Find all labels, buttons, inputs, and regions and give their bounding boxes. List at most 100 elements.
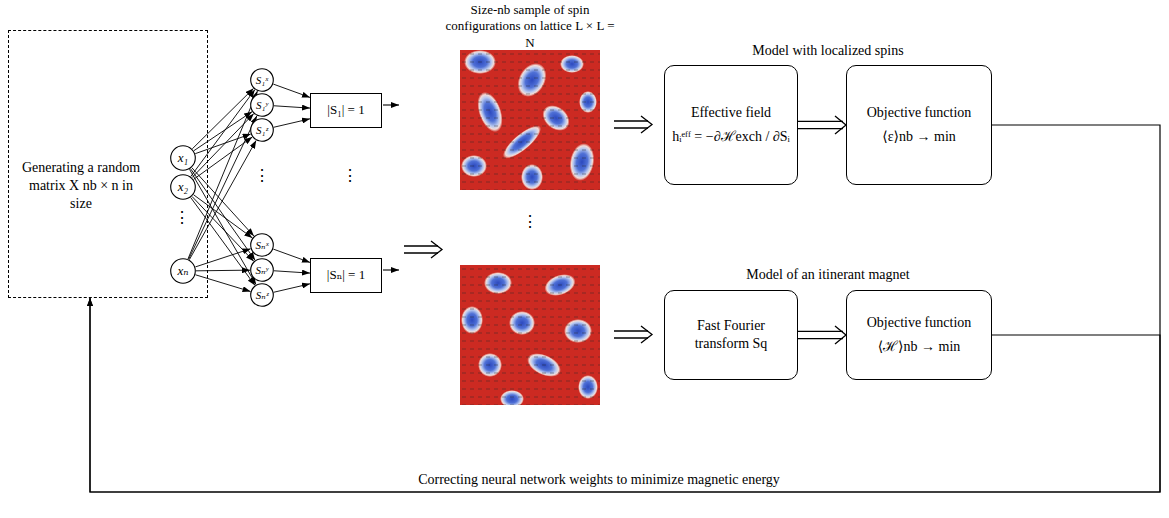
- ellipsis: ⋮: [518, 212, 542, 232]
- connector-group: [192, 88, 253, 148]
- neuron-outline: [251, 94, 274, 117]
- weight-connector: [191, 90, 255, 177]
- neuron-label: S₁ʸ: [256, 98, 268, 112]
- implies-connector: [798, 331, 843, 339]
- input-neuron: x₂: [170, 174, 196, 200]
- spin-configuration-image: [460, 265, 600, 405]
- weight-connector: [195, 249, 250, 267]
- implies-connector: [798, 121, 843, 129]
- weight-connector: [192, 196, 254, 261]
- spin-texture: [460, 265, 600, 405]
- connector-group: [192, 196, 254, 261]
- neuron-label: Sₙˣ: [255, 238, 268, 252]
- weight-connector: [274, 119, 310, 127]
- connector-group: [273, 84, 310, 97]
- section-heading: Model with localized spins: [728, 42, 928, 60]
- connector-group: [188, 91, 257, 259]
- weight-connector: [190, 169, 255, 261]
- box-text: Objective function: [867, 314, 972, 332]
- neuron-outline: [251, 284, 274, 307]
- spin-texture: [460, 265, 600, 405]
- normalization-box: |S₁| = 1: [310, 93, 382, 128]
- weight-connector: [273, 84, 310, 97]
- neuron-outline: [171, 259, 196, 284]
- connector-group: [190, 169, 255, 261]
- spin-neuron: Sₙˣ: [250, 233, 274, 257]
- section-heading: Model of an itinerant magnet: [728, 266, 928, 284]
- weight-connector: [196, 270, 250, 272]
- spin-configuration-image: [460, 50, 600, 190]
- spin-neuron: S₁ᶻ: [250, 118, 274, 142]
- box-text: |S₁| = 1: [327, 102, 364, 119]
- weight-connector: [195, 275, 250, 292]
- connector-group: [196, 270, 250, 272]
- connector-group: [274, 271, 310, 273]
- ellipsis: ⋮: [250, 166, 274, 186]
- box-text: Fast Fourier transform Sq: [671, 317, 791, 353]
- implies-connector-inner: [798, 332, 843, 338]
- neuron-label: x₁: [178, 150, 188, 167]
- spin-texture: [431, 241, 442, 258]
- input-neuron: x₁: [170, 145, 196, 171]
- box-text: Effective field: [691, 104, 771, 122]
- neuron-label: xₙ: [177, 263, 188, 280]
- connector-group: [274, 106, 310, 108]
- neuron-outline: [251, 259, 274, 282]
- weight-connector: [274, 106, 310, 108]
- box-text: ⟨ℋ⟩nb → min: [878, 338, 961, 356]
- connector-group: [90, 125, 1160, 492]
- box-text: ⟨ε⟩nb → min: [882, 128, 956, 146]
- connector-group: [189, 140, 256, 259]
- spin-neuron: S₁ˣ: [250, 68, 274, 92]
- weight-connector: [274, 284, 310, 292]
- neuron-label: x₂: [178, 179, 188, 196]
- connector-group: [798, 326, 846, 344]
- spin-texture: [614, 331, 648, 338]
- connector-group: [90, 298, 1160, 492]
- weight-connector: [273, 249, 310, 262]
- box-text: |Sₙ| = 1: [327, 267, 365, 284]
- spin-texture: [614, 121, 648, 128]
- normalization-box: |Sₙ| = 1: [310, 258, 382, 293]
- connector-group: [189, 116, 257, 259]
- neuron-outline: [251, 119, 274, 142]
- weight-connector: [192, 168, 254, 236]
- weight-connector: [189, 140, 256, 259]
- spin-neuron: Sₙᶻ: [250, 283, 274, 307]
- objective-box: Objective function ⟨ℋ⟩nb → min: [846, 290, 992, 380]
- spin-neuron: S₁ʸ: [250, 93, 274, 117]
- weight-connector: [191, 197, 255, 285]
- spin-texture: [641, 116, 652, 133]
- spin-texture: [460, 50, 600, 190]
- neuron-label: S₁ᶻ: [256, 123, 268, 137]
- weight-connector: [192, 88, 253, 148]
- weight-connector: [189, 116, 257, 259]
- neuron-outline: [251, 234, 274, 257]
- connector-group: [273, 249, 310, 262]
- implies-head: [835, 116, 846, 134]
- connector-group: [798, 116, 846, 134]
- ellipsis: ⋮: [338, 166, 362, 186]
- spin-texture: [404, 246, 438, 253]
- connector-group: [191, 197, 255, 285]
- neuron-label: Sₙᶻ: [256, 288, 269, 302]
- spin-texture: [383, 269, 399, 270]
- box-text: Objective function: [867, 104, 972, 122]
- connector-label: Correcting neural network weights to min…: [413, 471, 785, 489]
- feedback-connector: [90, 125, 1160, 492]
- connector-group: [274, 119, 310, 127]
- connector-group: [274, 284, 310, 292]
- implies-head: [835, 326, 846, 344]
- ellipsis: ⋮: [170, 208, 194, 228]
- spin-texture: [460, 50, 600, 190]
- connector-group: [192, 168, 254, 236]
- implies-connector-inner: [798, 122, 843, 128]
- implies-arrows: [404, 116, 652, 343]
- spin-texture: [641, 326, 652, 343]
- objective-box: Objective function ⟨ε⟩nb → min: [846, 65, 992, 185]
- feedback-connector: [90, 298, 1160, 492]
- box-text: Generating a random matrix X nb × n in s…: [19, 159, 143, 214]
